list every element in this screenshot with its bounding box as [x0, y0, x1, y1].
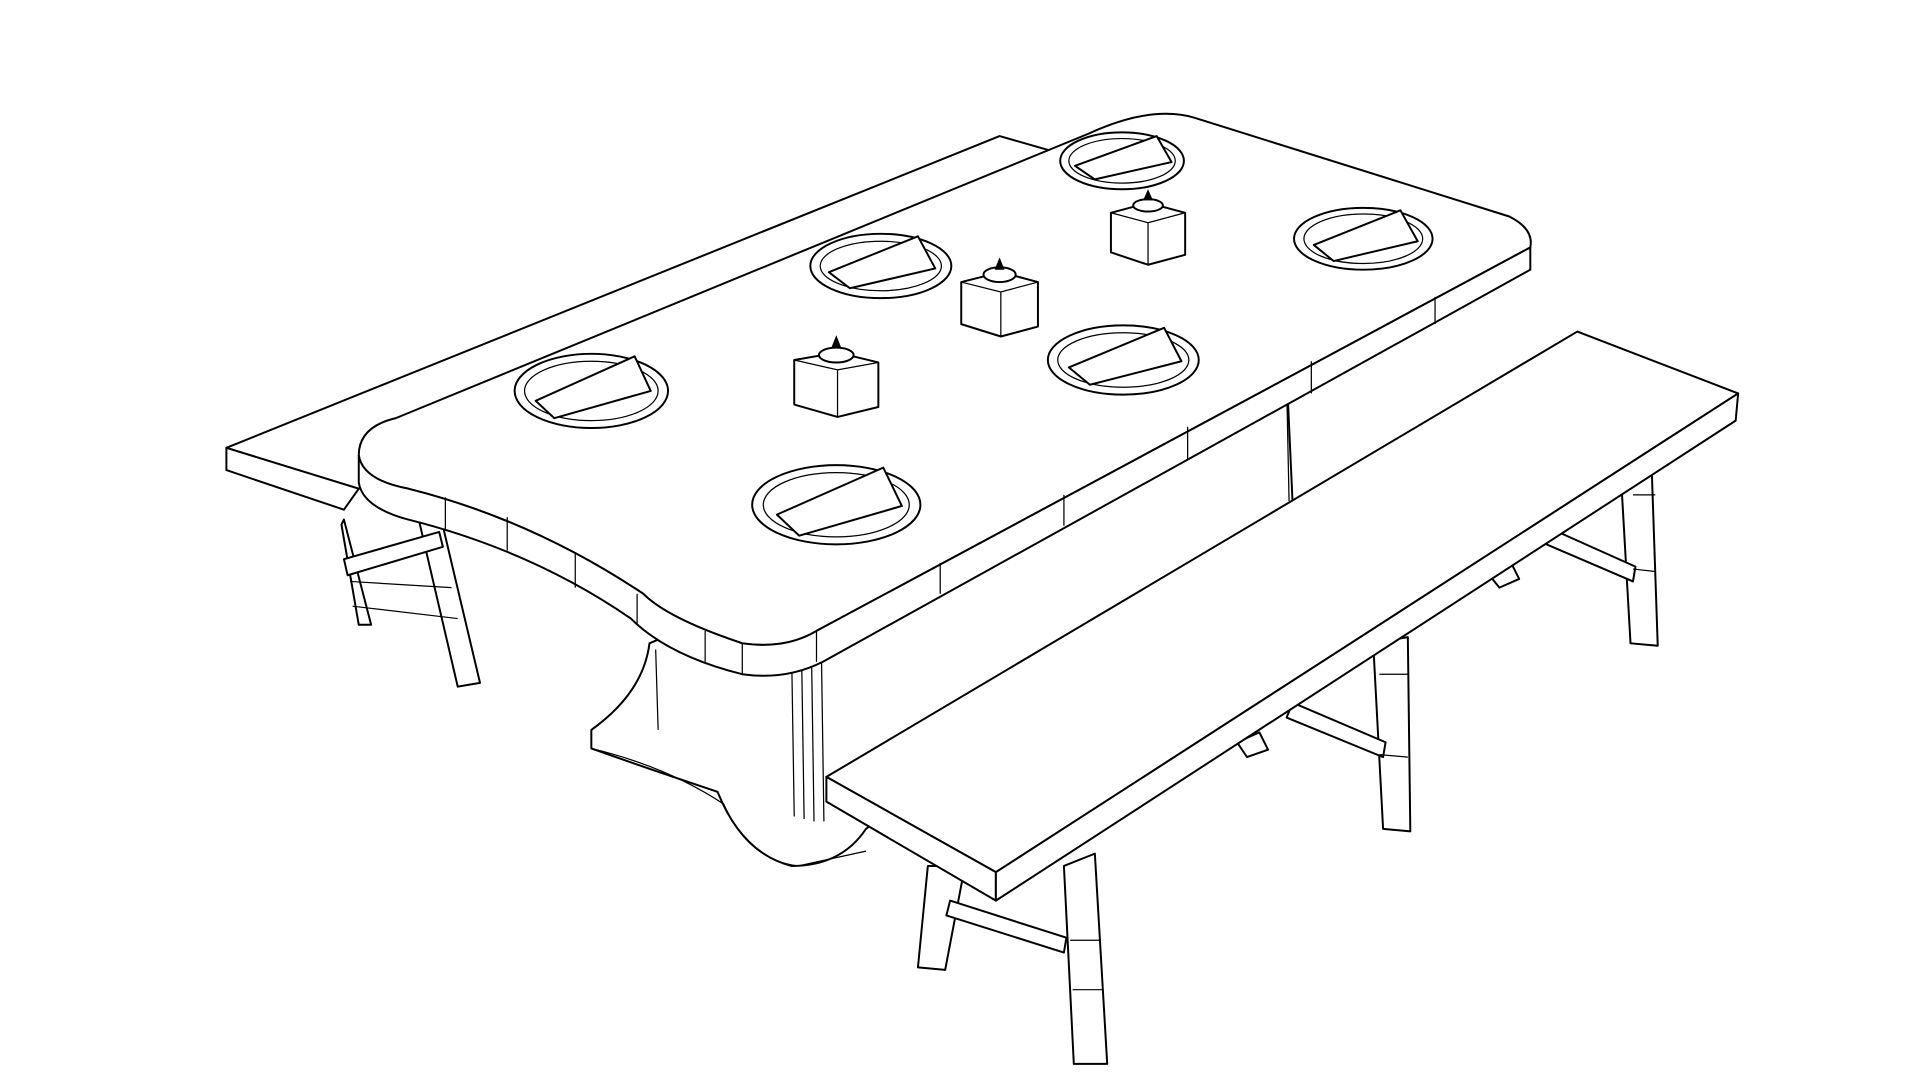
- left-bench: [225, 135, 1053, 688]
- plate: [809, 232, 953, 300]
- plate: [513, 352, 670, 430]
- plate: [1059, 131, 1185, 191]
- candle-box: [793, 335, 880, 418]
- plate: [1046, 324, 1200, 396]
- plate: [1293, 206, 1434, 271]
- table-top: [357, 112, 1532, 677]
- plate: [751, 464, 922, 546]
- candle-box: [960, 257, 1039, 338]
- candle-box: [1109, 189, 1187, 266]
- candle-boxes: [793, 189, 1187, 418]
- plates: [513, 131, 1434, 546]
- right-bench: [825, 330, 1740, 1065]
